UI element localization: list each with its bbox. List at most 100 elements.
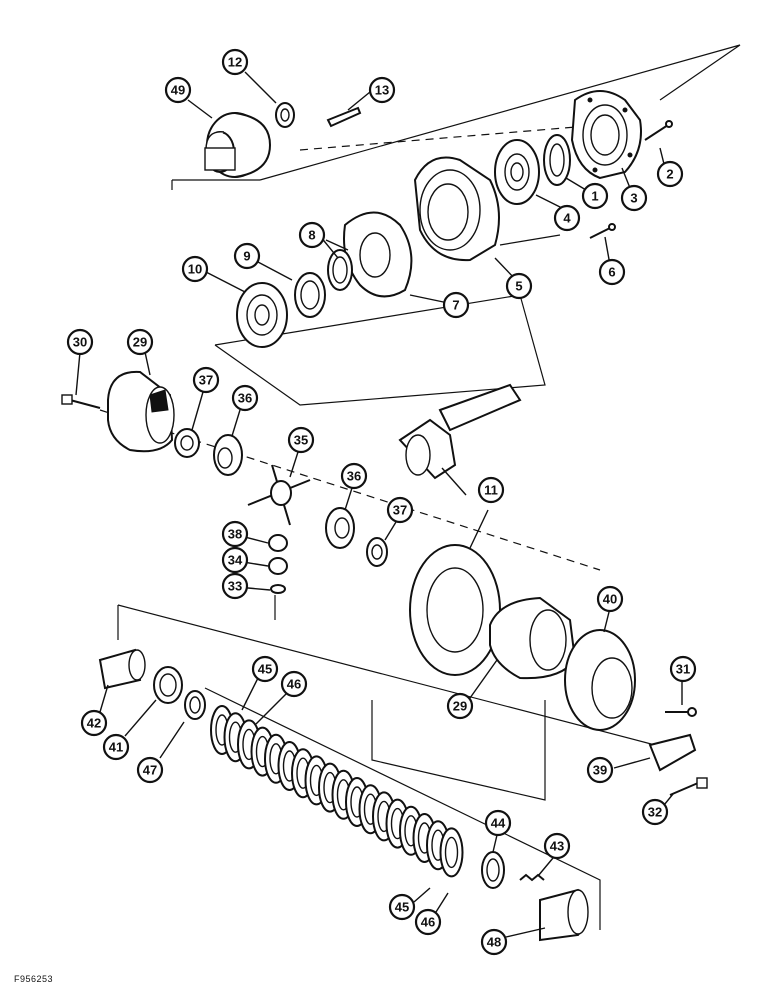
callout-9: 9 — [233, 242, 261, 270]
svg-text:38: 38 — [228, 527, 242, 542]
svg-text:40: 40 — [603, 592, 617, 607]
svg-text:48: 48 — [487, 935, 501, 950]
part-42-hub — [98, 648, 146, 690]
callout-2: 2 — [656, 160, 684, 188]
callout-37-b: 37 — [386, 496, 414, 524]
clutch-disc-bore — [444, 836, 459, 869]
part-48-sleeve — [539, 888, 589, 942]
svg-text:37: 37 — [393, 503, 407, 518]
part-30-bolt — [61, 394, 101, 409]
callout-45: 45 — [251, 655, 279, 683]
part-11-ring-gear — [409, 544, 501, 676]
svg-text:37: 37 — [199, 373, 213, 388]
callout-12: 12 — [221, 48, 249, 76]
part-34-pinion — [268, 557, 288, 575]
part-29-case-half — [107, 370, 175, 453]
callout-37: 37 — [192, 366, 220, 394]
part-37-washer — [174, 428, 200, 458]
callout-30: 30 — [66, 328, 94, 356]
callout-6: 6 — [598, 258, 626, 286]
callout-44: 44 — [484, 809, 512, 837]
callout-36: 36 — [231, 384, 259, 412]
callout-10: 10 — [181, 255, 209, 283]
part-38-pinion — [268, 534, 288, 552]
svg-text:5: 5 — [515, 279, 522, 294]
svg-text:42: 42 — [87, 716, 101, 731]
callout-48: 48 — [480, 928, 508, 956]
part-9-race — [294, 272, 326, 318]
part-8-shims — [327, 249, 353, 291]
callout-46-b: 46 — [414, 908, 442, 936]
svg-text:46: 46 — [287, 677, 301, 692]
svg-text:45: 45 — [258, 662, 272, 677]
part-11-pinion-shaft — [398, 383, 522, 480]
part-33-washer — [270, 584, 286, 594]
callout-8: 8 — [298, 221, 326, 249]
part-10-bearing — [236, 282, 288, 348]
svg-text:3: 3 — [630, 191, 637, 206]
part-32-bolt — [669, 777, 708, 796]
callout-5: 5 — [505, 272, 533, 300]
part-5-housing — [413, 156, 500, 262]
part-40-housing — [564, 629, 636, 731]
callout-38: 38 — [221, 520, 249, 548]
callout-40: 40 — [596, 585, 624, 613]
callout-34: 34 — [221, 546, 249, 574]
svg-text:45: 45 — [395, 900, 409, 915]
part-6-screw — [589, 223, 616, 239]
svg-text:12: 12 — [228, 55, 242, 70]
callout-47: 47 — [136, 756, 164, 784]
svg-text:33: 33 — [228, 579, 242, 594]
callout-45-b: 45 — [388, 893, 416, 921]
svg-text:30: 30 — [73, 335, 87, 350]
svg-text:6: 6 — [608, 265, 615, 280]
callout-33: 33 — [221, 572, 249, 600]
svg-text:46: 46 — [421, 915, 435, 930]
svg-text:8: 8 — [308, 228, 315, 243]
callout-1: 1 — [581, 182, 609, 210]
callout-13: 13 — [368, 76, 396, 104]
callout-11: 11 — [477, 476, 505, 504]
callout-36-b: 36 — [340, 462, 368, 490]
part-1-seal — [543, 134, 571, 186]
part-49-coupling — [204, 112, 272, 178]
part-29-case-half-2 — [489, 596, 577, 680]
svg-text:39: 39 — [593, 763, 607, 778]
svg-text:36: 36 — [347, 469, 361, 484]
svg-text:9: 9 — [243, 249, 250, 264]
svg-text:2: 2 — [666, 167, 673, 182]
part-4-bearing — [494, 139, 540, 205]
svg-text:31: 31 — [676, 662, 690, 677]
figure-id-label: F956253 — [14, 974, 54, 984]
callout-7: 7 — [442, 291, 470, 319]
part-13-pin — [326, 106, 362, 128]
svg-text:29: 29 — [453, 699, 467, 714]
svg-text:4: 4 — [563, 211, 571, 226]
part-39-bracket — [648, 733, 697, 772]
part-35-spider — [247, 464, 311, 526]
callout-41: 41 — [102, 733, 130, 761]
svg-text:36: 36 — [238, 391, 252, 406]
callout-4: 4 — [553, 204, 581, 232]
callout-43: 43 — [543, 832, 571, 860]
part-12-nut — [275, 102, 295, 128]
callout-29-b: 29 — [446, 692, 474, 720]
svg-text:13: 13 — [375, 83, 389, 98]
svg-text:1: 1 — [591, 189, 598, 204]
svg-text:41: 41 — [109, 740, 123, 755]
svg-text:44: 44 — [491, 816, 506, 831]
callout-46: 46 — [280, 670, 308, 698]
callout-29: 29 — [126, 328, 154, 356]
svg-text:49: 49 — [171, 83, 185, 98]
svg-text:29: 29 — [133, 335, 147, 350]
svg-text:11: 11 — [484, 483, 498, 498]
svg-text:32: 32 — [648, 805, 662, 820]
callout-31: 31 — [669, 655, 697, 683]
callout-32: 32 — [641, 798, 669, 826]
part-36-side-gear — [213, 434, 243, 476]
part-31-bolt — [665, 707, 697, 717]
svg-text:43: 43 — [550, 839, 564, 854]
part-44-washer — [481, 851, 505, 889]
part-37-washer-2 — [366, 537, 388, 567]
